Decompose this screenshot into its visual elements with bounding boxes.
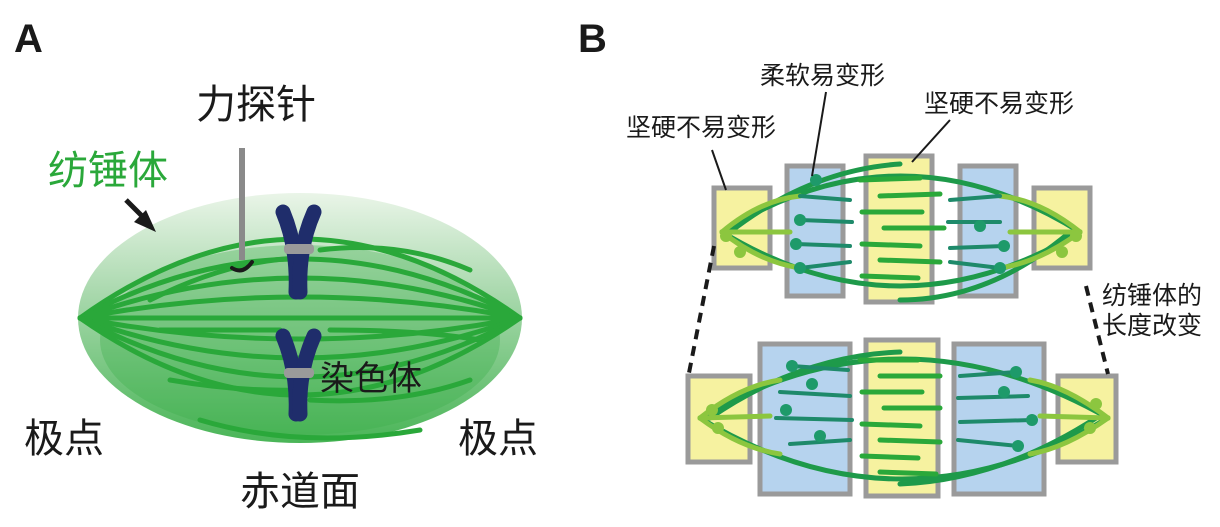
length-change-label-line2: 长度改变: [1102, 311, 1202, 340]
panel-a: A: [14, 17, 538, 515]
spindle-fibers: [77, 236, 523, 441]
stiff-left-label: 坚硬不易变形: [626, 113, 776, 142]
probe-label: 力探针: [196, 82, 316, 128]
short-midzone-fibers: [857, 175, 947, 281]
length-change-guides: [686, 245, 1110, 379]
length-change-label-line1: 纺锤体的: [1102, 281, 1202, 310]
chromosome-upper: [275, 204, 322, 300]
panel-a-letter: A: [14, 17, 43, 61]
short-kinetochore-dots: [790, 174, 1010, 274]
chromosome-label: 染色体: [320, 359, 422, 399]
short-kinetochore-fibers: [794, 194, 1006, 270]
force-probe: [230, 148, 254, 273]
panel-b: B: [578, 17, 1202, 499]
soft-label: 柔软易变形: [760, 61, 885, 90]
spindle-short: [711, 153, 1093, 305]
spindle-label: 纺锤体: [48, 148, 168, 194]
chromosome-lower: [275, 328, 322, 422]
spindle-long: [685, 337, 1119, 499]
short-pole-dots: [720, 230, 1082, 258]
long-midzone-fibers: [857, 357, 943, 477]
long-kinetochore-dots: [780, 360, 1038, 452]
leader-lines: [711, 91, 951, 191]
equator-label: 赤道面: [240, 469, 360, 515]
stiff-right-label: 坚硬不易变形: [924, 89, 1074, 118]
spindle-pointer-arrow: [124, 198, 156, 232]
pole-right-label: 极点: [458, 416, 538, 462]
long-pole-dots: [706, 398, 1102, 434]
long-kinetochore-fibers: [774, 364, 1034, 448]
pole-left-label: 极点: [24, 416, 104, 462]
panel-b-letter: B: [578, 17, 607, 61]
